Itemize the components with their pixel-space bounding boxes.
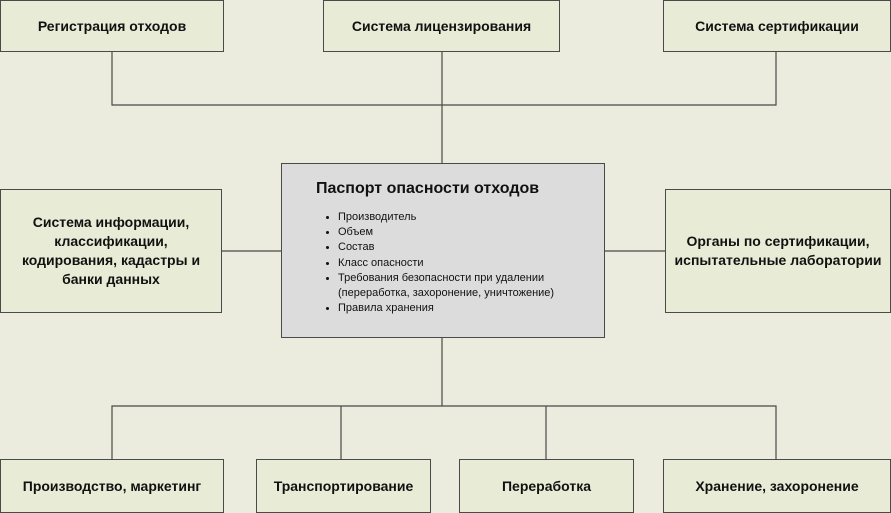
box-waste-registration: Регистрация отходов [0,0,224,52]
passport-title: Паспорт опасности отходов [316,180,540,197]
passport-item: Производитель [338,210,594,225]
passport-item: Объем [338,225,594,240]
bottom-connector [111,338,777,459]
passport-item: Требования безопасности при удалении (пе… [338,271,594,301]
box-transportation: Транспортирование [256,459,431,513]
box-waste-hazard-passport: Паспорт опасности отходов Производитель … [281,163,605,338]
top-connector [111,52,777,163]
passport-item: Правила хранения [338,301,594,316]
passport-item: Класс опасности [338,256,594,271]
box-processing: Переработка [459,459,634,513]
passport-item: Состав [338,240,594,255]
box-information-system: Система информации, классификации, кодир… [0,189,222,313]
box-production-marketing: Производство, маркетинг [0,459,224,513]
passport-items: Производитель Объем Состав Класс опаснос… [316,210,594,316]
box-licensing-system: Система лицензирования [323,0,560,52]
box-certification-bodies: Органы по сертификации, испытательные ла… [665,189,891,313]
box-certification-system: Система сертификации [663,0,891,52]
box-storage-burial: Хранение, захоронение [663,459,891,513]
